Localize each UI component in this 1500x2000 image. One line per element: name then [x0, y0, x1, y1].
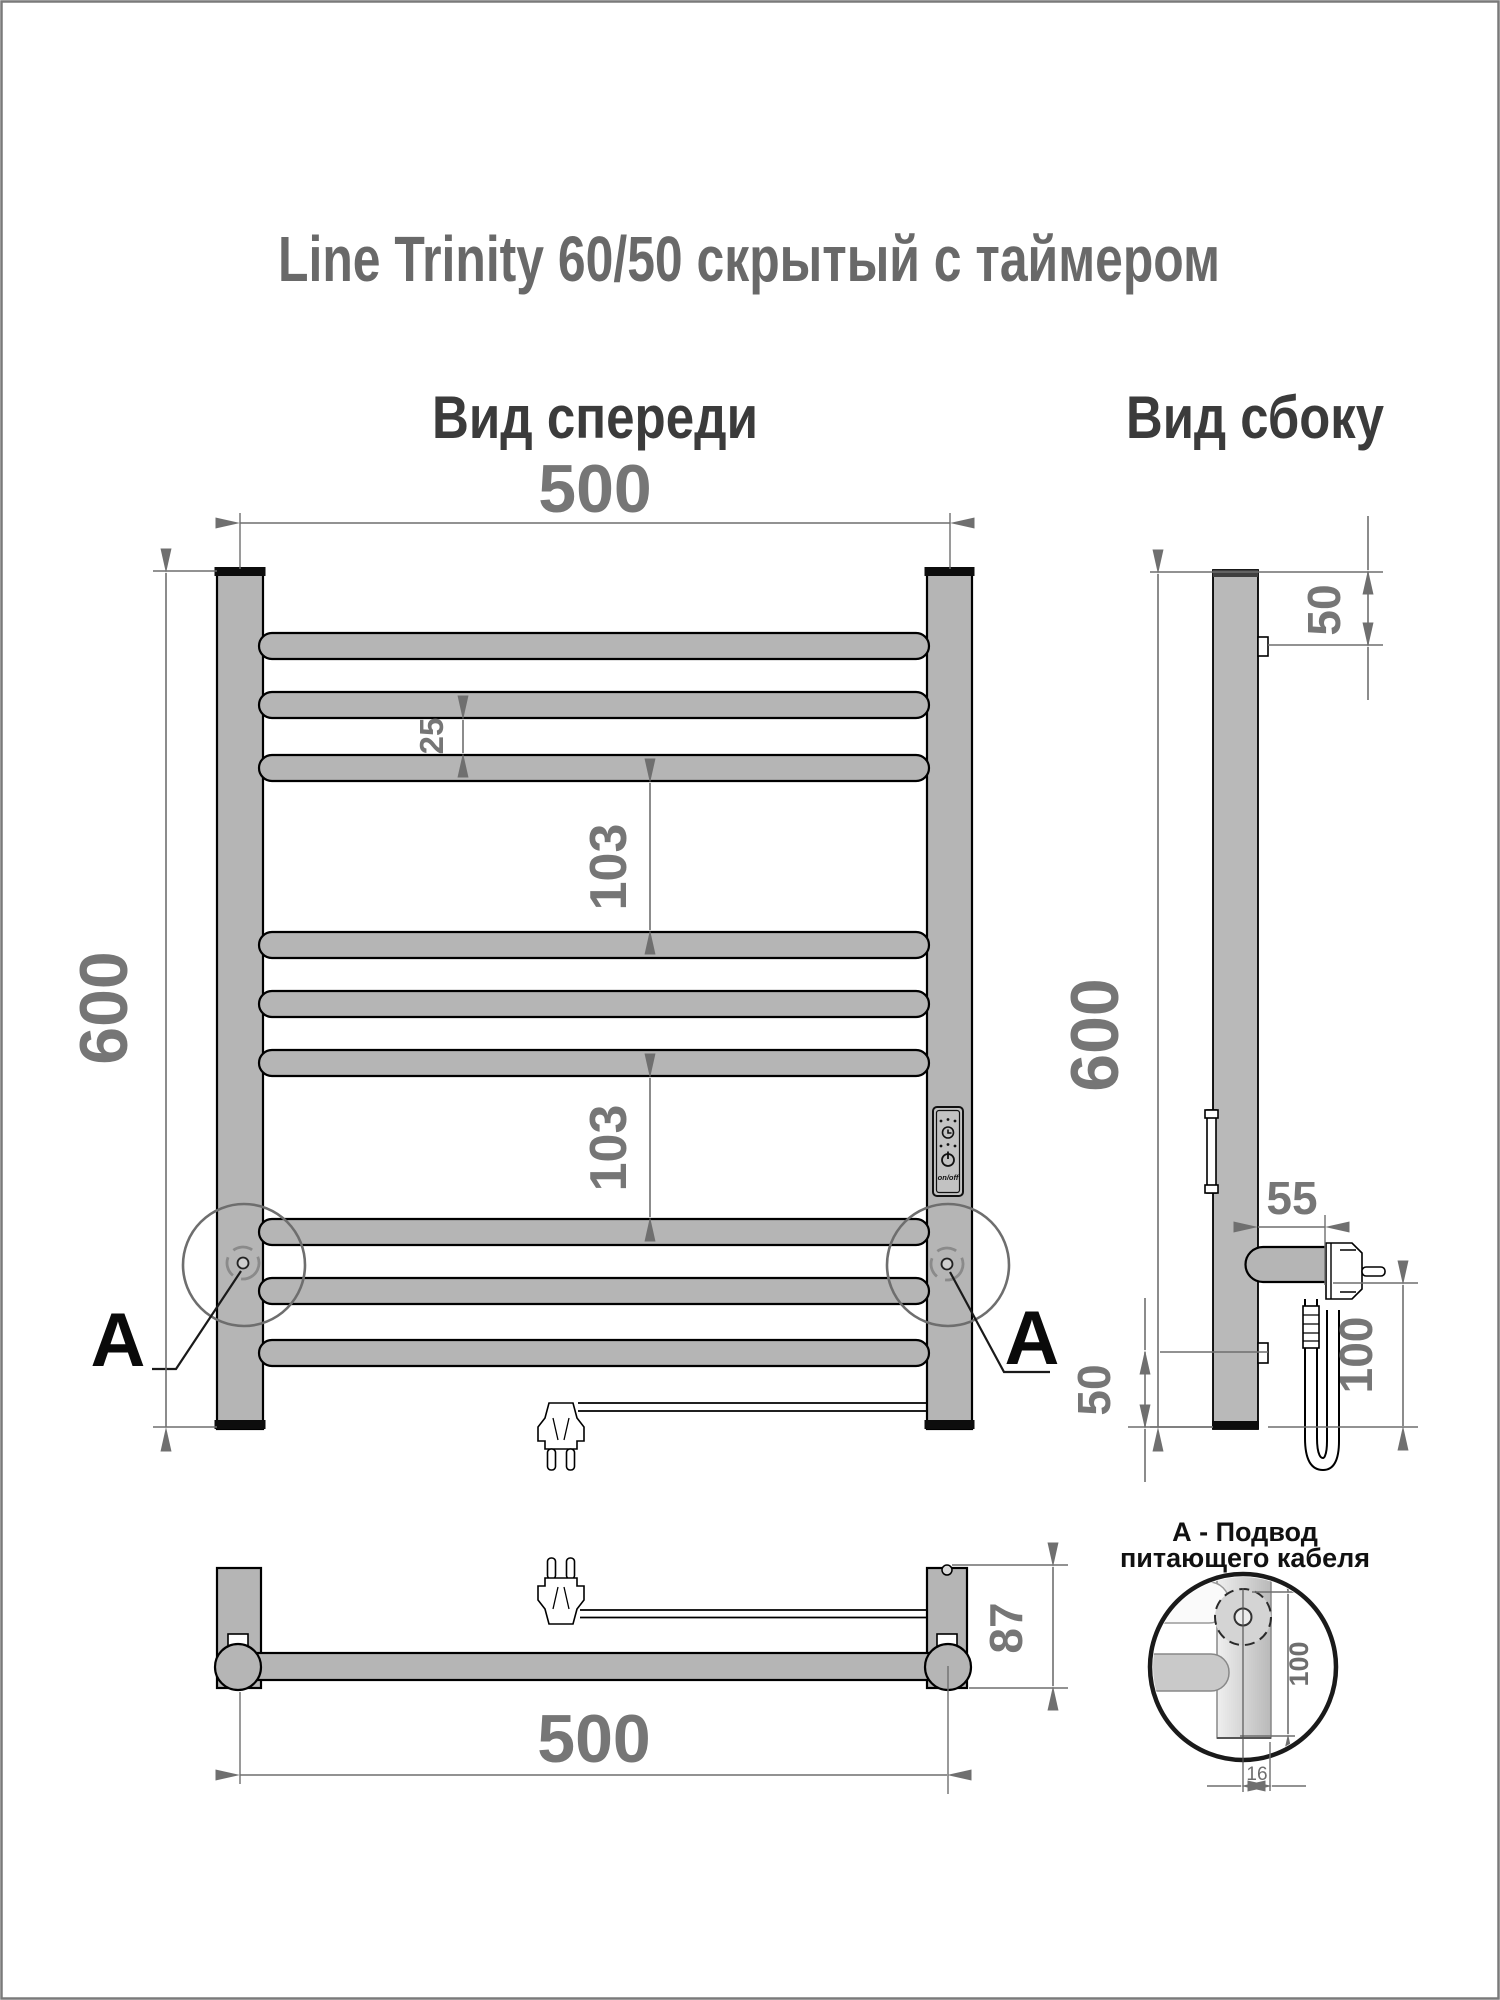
power-icon: [941, 1151, 955, 1167]
side-cable-drop-value: 100: [1330, 1317, 1382, 1394]
side-cable: [1302, 1299, 1340, 1472]
detail-a-circle-right: [885, 1202, 1011, 1328]
front-dim-height: 600: [66, 548, 217, 1452]
front-rung: [257, 930, 931, 960]
post-cap: [214, 567, 266, 576]
group-gap1-value: 103: [580, 824, 638, 911]
front-rung: [257, 631, 931, 661]
side-panel-top-cap: [1213, 570, 1258, 577]
detail-tube-value: 16: [1246, 1764, 1267, 1785]
front-width-value: 500: [538, 451, 651, 527]
side-view-label: Вид сбоку: [1126, 384, 1385, 451]
front-rung: [257, 753, 931, 783]
cable-entry-symbol-left: [225, 1245, 261, 1281]
bottom-view: 87 500: [213, 1542, 1068, 1794]
front-rung: [257, 690, 931, 720]
detail-a-title-line1: А - Подвод: [1172, 1517, 1318, 1547]
detail-leader-right: [949, 1271, 1050, 1374]
side-conduit-value: 55: [1266, 1172, 1317, 1224]
front-rungs: [257, 631, 931, 1368]
detail-marker-left: А: [91, 1298, 146, 1383]
bottom-width-value: 500: [537, 1701, 650, 1777]
post-cap: [924, 567, 975, 576]
drawing-title: Line Trinity 60/50 скрытый с таймером: [278, 223, 1220, 295]
clock-icon: [941, 1126, 955, 1139]
front-dim-group-gap-2: 103: [580, 1053, 656, 1242]
front-rung: [257, 1338, 931, 1368]
bottom-power-cable: [537, 1557, 927, 1625]
wall-mount-rail: [1204, 1109, 1219, 1194]
rung-gap-value: 25: [413, 718, 450, 755]
side-dim-conduit: 55: [1233, 1172, 1350, 1285]
post-cap: [924, 1420, 975, 1429]
front-rung: [257, 989, 931, 1019]
front-rung: [257, 1276, 931, 1306]
post-cap: [214, 1420, 266, 1429]
mount-bracket-bottom: [1257, 1342, 1269, 1364]
side-panel: [1212, 569, 1259, 1430]
front-view: Вид спереди: [66, 384, 1060, 1471]
bottom-dim-width: 500: [215, 1666, 972, 1794]
front-dim-group-gap-1: 103: [580, 758, 656, 955]
bottom-depth-value: 87: [980, 1602, 1032, 1653]
front-height-value: 600: [66, 951, 142, 1064]
detail-dim-tube: 16: [1207, 1742, 1306, 1792]
side-dim-top-offset: 50: [1258, 516, 1383, 700]
front-left-post: [215, 567, 265, 1431]
front-view-label: Вид спереди: [432, 384, 758, 451]
on-off-label: on/off: [938, 1173, 960, 1182]
side-dim-cable-drop: 100: [1268, 1260, 1418, 1451]
bottom-dim-depth: 87: [952, 1542, 1068, 1711]
front-rung: [257, 1048, 931, 1078]
timer-indicator-dots: [939, 1118, 957, 1148]
timer-control-box: on/off: [932, 1106, 964, 1197]
hidden-conduit: [1244, 1245, 1328, 1284]
side-bottom-offset-value: 50: [1068, 1364, 1120, 1415]
side-plug: [1325, 1242, 1386, 1300]
side-panel-bottom-cap: [1212, 1421, 1259, 1429]
mount-bracket-top: [1257, 636, 1269, 657]
bottom-crossbar: [236, 1651, 950, 1682]
plug-icon: [537, 1402, 585, 1471]
detail-a-title-line2: питающего кабеля: [1120, 1543, 1370, 1573]
front-dim-width: 500: [215, 451, 975, 569]
bottom-round-cap-left: [213, 1642, 263, 1692]
detail-rung-section-bottom: [1153, 1653, 1230, 1692]
detail-leader-left: [152, 1270, 242, 1371]
side-view: Вид сбоку: [1057, 384, 1418, 1482]
front-power-cable: [537, 1402, 927, 1471]
cable-gland: [941, 1564, 953, 1576]
group-gap2-value: 103: [580, 1105, 638, 1192]
cable-entry-symbol-right: [929, 1246, 965, 1282]
front-dim-rung-gap: 25: [413, 695, 469, 778]
detail-a-circle-left: [181, 1202, 307, 1328]
side-dim-bottom-offset: 50: [1068, 1298, 1268, 1482]
front-rung: [257, 1217, 931, 1247]
plug-icon: [537, 1557, 585, 1625]
side-top-offset-value: 50: [1298, 584, 1350, 635]
front-right-post: [925, 567, 974, 1431]
detail-height-value: 100: [1284, 1641, 1314, 1686]
side-height-value: 600: [1057, 978, 1133, 1091]
detail-marker-right: А: [1005, 1296, 1060, 1381]
side-dim-height: 600: [1057, 549, 1258, 1452]
